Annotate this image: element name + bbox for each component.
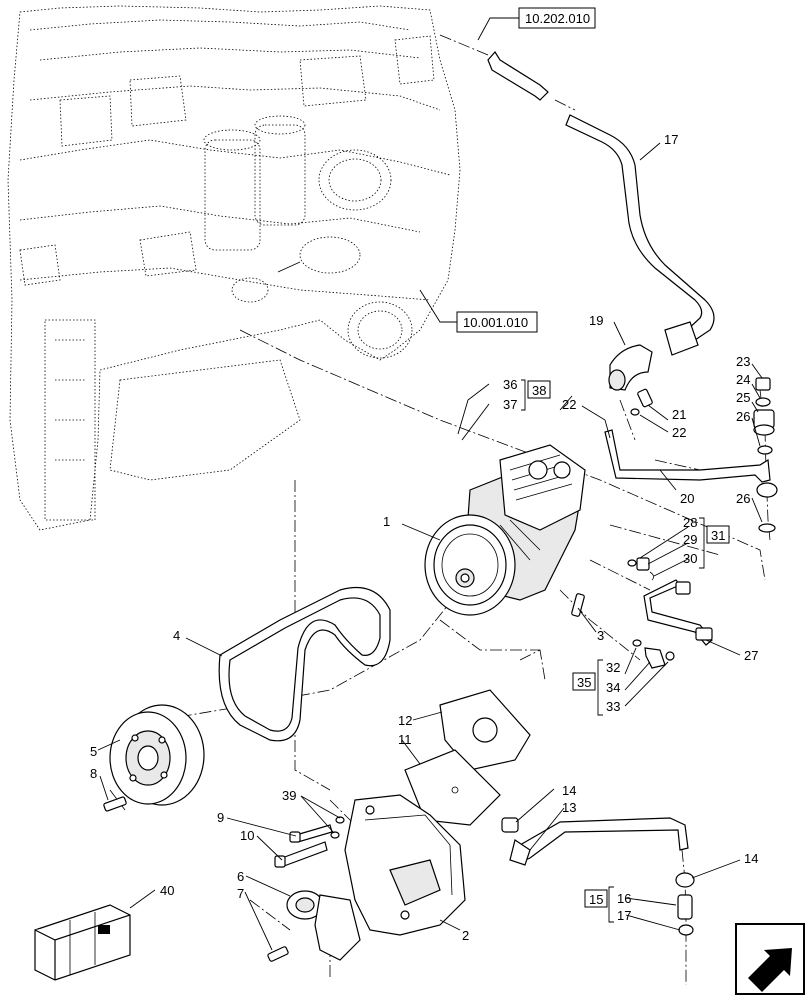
- callout-27: 27: [744, 648, 758, 663]
- svg-text:35: 35: [577, 675, 591, 690]
- callout-30: 30: [683, 551, 697, 566]
- callout-6: 6: [237, 869, 244, 884]
- callout-22a: 22: [672, 425, 686, 440]
- callout-14a: 14: [562, 783, 576, 798]
- callout-17: 17: [617, 908, 631, 923]
- drive-belt-4[interactable]: [218, 586, 391, 742]
- group-35[interactable]: 35: [572, 659, 603, 716]
- group-15[interactable]: 15: [584, 886, 614, 923]
- gasket-12[interactable]: [439, 689, 531, 771]
- seal-22[interactable]: [630, 408, 640, 416]
- air-pipe-18[interactable]: [487, 50, 715, 356]
- callout-37: 37: [503, 397, 517, 412]
- air-pipe-13[interactable]: [501, 817, 689, 866]
- callout-9: 9: [217, 810, 224, 825]
- callout-23: 23: [736, 354, 750, 369]
- callout-20: 20: [680, 491, 694, 506]
- group-38[interactable]: 38: [521, 379, 551, 411]
- callout-5: 5: [90, 744, 97, 759]
- bolt-9[interactable]: [289, 824, 333, 843]
- callout-26b: 26: [736, 491, 750, 506]
- elbow-fitting-19[interactable]: [608, 344, 653, 391]
- adapter-25[interactable]: [753, 409, 775, 436]
- oil-pipe-20[interactable]: [604, 429, 778, 498]
- callout-12: 12: [398, 713, 412, 728]
- svg-text:31: 31: [711, 528, 725, 543]
- callout-24: 24: [736, 372, 750, 387]
- callout-28: 28: [683, 515, 697, 530]
- callout-34: 34: [606, 680, 620, 695]
- callout-33: 33: [606, 699, 620, 714]
- bolt-7[interactable]: [267, 946, 289, 962]
- fitting-28-29-30[interactable]: [627, 557, 654, 581]
- svg-text:38: 38: [532, 383, 546, 398]
- plug-23[interactable]: [755, 377, 771, 391]
- callout-22b: 22: [562, 397, 576, 412]
- callout-36: 36: [503, 377, 517, 392]
- group-31[interactable]: 31: [699, 517, 730, 569]
- leader-lines: [97, 142, 763, 951]
- seal-17[interactable]: [678, 924, 694, 936]
- oil-pipe-27[interactable]: [643, 579, 713, 646]
- air-compressor-1[interactable]: [424, 444, 586, 616]
- callout-39: 39: [282, 788, 296, 803]
- callout-16: 16: [617, 891, 631, 906]
- washer-24[interactable]: [755, 397, 771, 407]
- callout-21: 21: [672, 407, 686, 422]
- crank-pulley-5[interactable]: [109, 704, 205, 806]
- page-turn-arrow-icon[interactable]: [735, 923, 805, 995]
- fitting-16[interactable]: [677, 894, 693, 920]
- callout-1: 1: [383, 514, 390, 529]
- callout-32: 32: [606, 660, 620, 675]
- reference-box-10-001-010[interactable]: 10.001.010: [456, 311, 538, 333]
- svg-text:10.202.010: 10.202.010: [525, 11, 590, 26]
- callout-13: 13: [562, 800, 576, 815]
- callout-26a: 26: [736, 409, 750, 424]
- washer-26a[interactable]: [757, 445, 773, 455]
- callout-8: 8: [90, 766, 97, 781]
- callout-10: 10: [240, 828, 254, 843]
- compressor-bracket-2[interactable]: [344, 794, 466, 936]
- bolt-3[interactable]: [571, 593, 585, 617]
- callout-labels: 17 19 20 21 22 22 23 24 25 26 26 36 37 1…: [90, 132, 758, 943]
- callout-25: 25: [736, 390, 750, 405]
- belt-tensioner-6[interactable]: [286, 890, 361, 961]
- bolt-8[interactable]: [103, 796, 127, 812]
- callout-3: 3: [597, 628, 604, 643]
- kit-box-icon: [34, 904, 131, 981]
- reference-box-10-202-010[interactable]: 10.202.010: [518, 7, 596, 29]
- engine-outline: [7, 5, 461, 531]
- fitting-32-33-34[interactable]: [632, 639, 675, 669]
- clamp-14[interactable]: [675, 872, 695, 888]
- washer-39[interactable]: [330, 816, 345, 839]
- callout-40: 40: [160, 883, 174, 898]
- callout-18: 17: [664, 132, 678, 147]
- callout-14b: 14: [744, 851, 758, 866]
- callout-29: 29: [683, 532, 697, 547]
- callout-7: 7: [237, 886, 244, 901]
- callout-2: 2: [462, 928, 469, 943]
- callout-4: 4: [173, 628, 180, 643]
- svg-text:10.001.010: 10.001.010: [463, 315, 528, 330]
- fitting-21[interactable]: [637, 388, 653, 408]
- bolt-10[interactable]: [274, 841, 328, 868]
- svg-text:15: 15: [589, 892, 603, 907]
- washer-26b[interactable]: [758, 523, 776, 533]
- callout-19: 19: [589, 313, 603, 328]
- callout-11: 11: [398, 732, 412, 747]
